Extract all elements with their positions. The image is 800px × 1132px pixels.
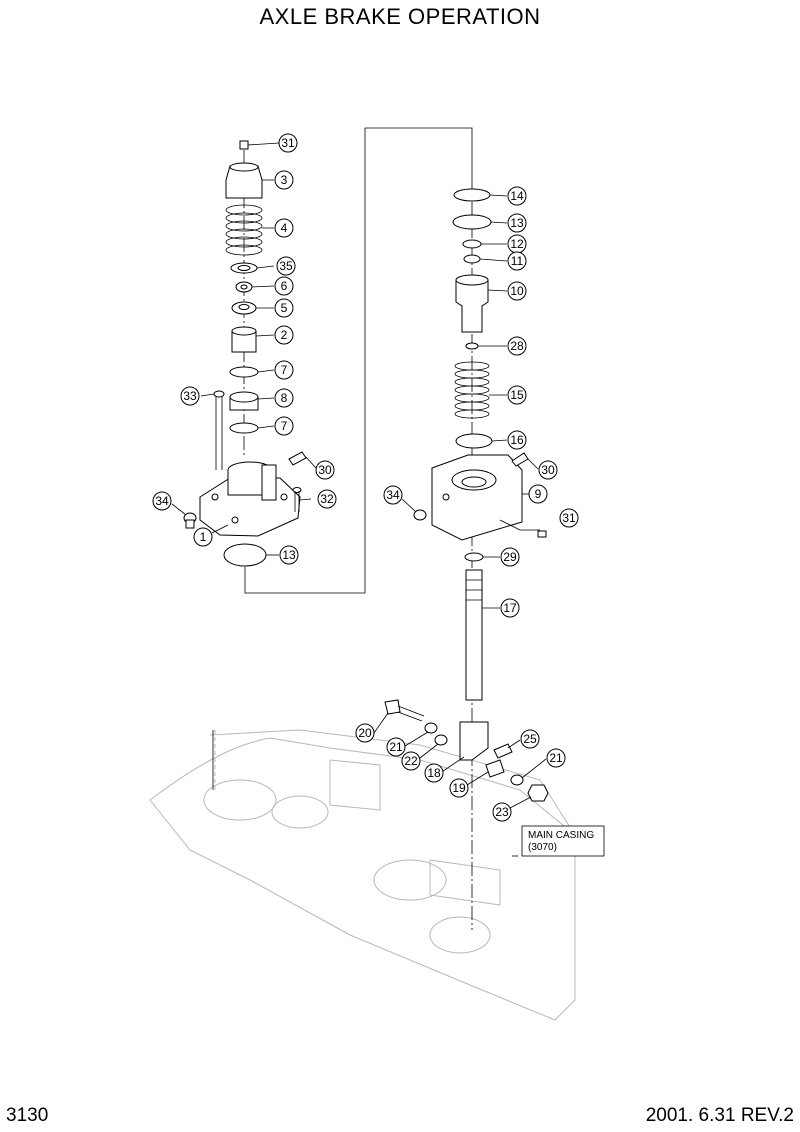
callout-label: 4 [281, 221, 288, 235]
callout: 34 [383, 485, 403, 505]
callout-label: 22 [404, 754, 418, 768]
callout-label: 34 [155, 494, 169, 508]
callout: 1 [193, 527, 213, 547]
callout-label: 2 [281, 328, 288, 342]
callout-label: 32 [320, 492, 334, 506]
callout: 21 [386, 737, 406, 757]
callout: 13 [507, 213, 527, 233]
callout-label: 12 [510, 237, 524, 251]
callout-label: 19 [452, 781, 466, 795]
callout-label: 6 [281, 279, 288, 293]
callout: 16 [507, 430, 527, 450]
callout: 11 [507, 251, 527, 271]
main-casing-label: MAIN CASING (3070) [521, 825, 605, 857]
main-casing-label-line1: MAIN CASING [528, 830, 594, 841]
callout-label: 9 [535, 487, 542, 501]
callout: 7 [274, 416, 294, 436]
callout-label: 7 [281, 363, 288, 377]
callout: 9 [528, 484, 548, 504]
main-casing-label-line2: (3070) [528, 842, 557, 853]
callout: 5 [274, 298, 294, 318]
callout-label: 31 [562, 511, 576, 525]
callout-label: 11 [511, 254, 524, 268]
callout-label: 35 [279, 259, 293, 273]
callout: 28 [507, 336, 527, 356]
callout: 18 [424, 763, 444, 783]
callout: 25 [520, 729, 540, 749]
callout: 21 [546, 748, 566, 768]
callout-label: 29 [503, 550, 517, 564]
callouts: 31 3 4 35 6 5 2 7 33 8 7 30 34 32 1 13 1… [152, 133, 579, 822]
callout: 34 [152, 491, 172, 511]
callout: 6 [274, 276, 294, 296]
callout: 32 [317, 489, 337, 509]
callout-label: 15 [510, 388, 524, 402]
leader-lines [171, 142, 547, 857]
callout: 35 [276, 256, 296, 276]
callout: 4 [274, 218, 294, 238]
callout-label: 21 [549, 751, 563, 765]
callout-label: 5 [281, 301, 288, 315]
connector-line [244, 127, 473, 594]
callout-label: 30 [318, 463, 332, 477]
callout: 31 [559, 508, 579, 528]
callout-label: 14 [510, 189, 524, 203]
callout: 29 [500, 547, 520, 567]
revision-label: 2001. 6.31 REV.2 [645, 1105, 794, 1126]
callout-label: 20 [358, 726, 372, 740]
callout-label: 28 [510, 339, 524, 353]
page-title: AXLE BRAKE OPERATION [259, 4, 541, 29]
callout: 30 [315, 460, 335, 480]
callout: 13 [279, 545, 299, 565]
callout-label: 7 [281, 419, 288, 433]
callout: 8 [274, 388, 294, 408]
main-casing-outline [149, 729, 576, 1021]
callout: 33 [180, 386, 200, 406]
callout-label: 21 [389, 740, 403, 754]
callout-label: 16 [510, 433, 524, 447]
callout-label: 18 [427, 766, 441, 780]
callout: 12 [507, 234, 527, 254]
callout-label: 31 [281, 136, 295, 150]
callout-label: 30 [541, 463, 555, 477]
left-assembly [183, 140, 307, 567]
callout-label: 34 [386, 488, 400, 502]
callout-label: 10 [510, 284, 524, 298]
callout: 20 [355, 723, 375, 743]
callout: 17 [500, 598, 520, 618]
right-assembly [384, 188, 549, 802]
callout: 15 [507, 385, 527, 405]
callout-label: 3 [281, 173, 288, 187]
callout: 2 [274, 325, 294, 345]
callout-label: 13 [282, 548, 296, 562]
callout: 7 [274, 360, 294, 380]
callout: 23 [492, 802, 512, 822]
callout: 19 [449, 778, 469, 798]
callout-label: 17 [503, 601, 517, 615]
page-number: 3130 [6, 1105, 49, 1126]
callout-label: 1 [200, 530, 207, 544]
callout: 10 [507, 281, 527, 301]
callout: 3 [274, 170, 294, 190]
callout: 14 [507, 186, 527, 206]
callout-label: 25 [523, 732, 537, 746]
callout-label: 8 [281, 391, 288, 405]
callout-label: 33 [183, 389, 197, 403]
callout-label: 23 [495, 805, 509, 819]
callout: 30 [538, 460, 558, 480]
callout: 22 [401, 751, 421, 771]
callout-label: 13 [510, 216, 524, 230]
callout: 31 [278, 133, 298, 153]
